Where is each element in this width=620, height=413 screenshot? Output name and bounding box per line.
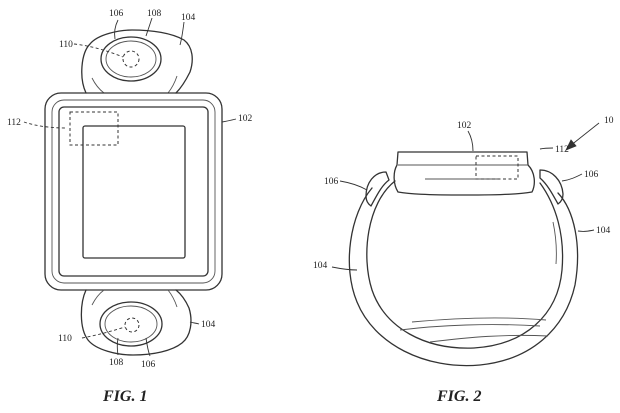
bottom-band [80,289,192,356]
label-102-fig2: 102 [457,121,472,131]
top-sensor [122,50,140,68]
band-overlap-a [399,324,541,331]
top-band [81,29,193,94]
display-region-dashed [69,111,119,146]
top-button-ring [105,40,157,78]
bottom-button [99,301,163,347]
watch-body-inner [51,99,216,284]
top-band-inner-right [167,75,178,94]
label-104-bottom: 104 [201,320,216,330]
top-button [100,36,162,82]
watch-body-side [393,151,535,196]
left-crown [365,171,390,207]
label-110-top: 110 [59,40,73,50]
label-108-top: 108 [147,9,162,19]
band-outer [348,187,579,367]
label-108-bottom: 108 [109,358,124,368]
band-overlap-b [429,334,549,343]
bottom-sensor [124,317,140,333]
label-106-left: 106 [324,177,339,187]
label-104-top: 104 [181,13,196,23]
internal-component-dashed [475,155,519,180]
right-crown [539,169,564,205]
bottom-button-ring [104,305,158,343]
label-106-bottom: 106 [141,360,156,370]
label-112-fig1: 112 [7,118,21,128]
assembly-arrow-head [565,139,577,151]
label-104-right: 104 [596,226,611,236]
band-inner [366,180,564,349]
figure-2-caption: FIG. 2 [436,388,481,405]
watch-bezel [58,106,209,277]
watch-display [82,125,186,259]
label-10: 10 [604,116,614,126]
top-band-inner-left [91,77,105,94]
band-overlap-c [411,317,547,323]
label-110-bottom: 110 [58,334,72,344]
figure-1-caption: FIG. 1 [102,388,147,405]
figure-2: 10 102 112 106 106 104 104 FIG. 2 [313,116,614,405]
bottom-band-inner-left [91,289,105,306]
label-112-fig2: 112 [555,145,569,155]
label-106-top: 106 [109,9,124,19]
band-edge-right [552,221,557,265]
label-102-fig1: 102 [238,114,253,124]
watch-body-outer [44,92,223,291]
bottom-band-inner-right [167,289,178,308]
figure-1: 106 108 104 110 112 102 110 108 106 104 … [7,9,253,405]
label-106-right: 106 [584,170,599,180]
label-104-left: 104 [313,261,328,271]
